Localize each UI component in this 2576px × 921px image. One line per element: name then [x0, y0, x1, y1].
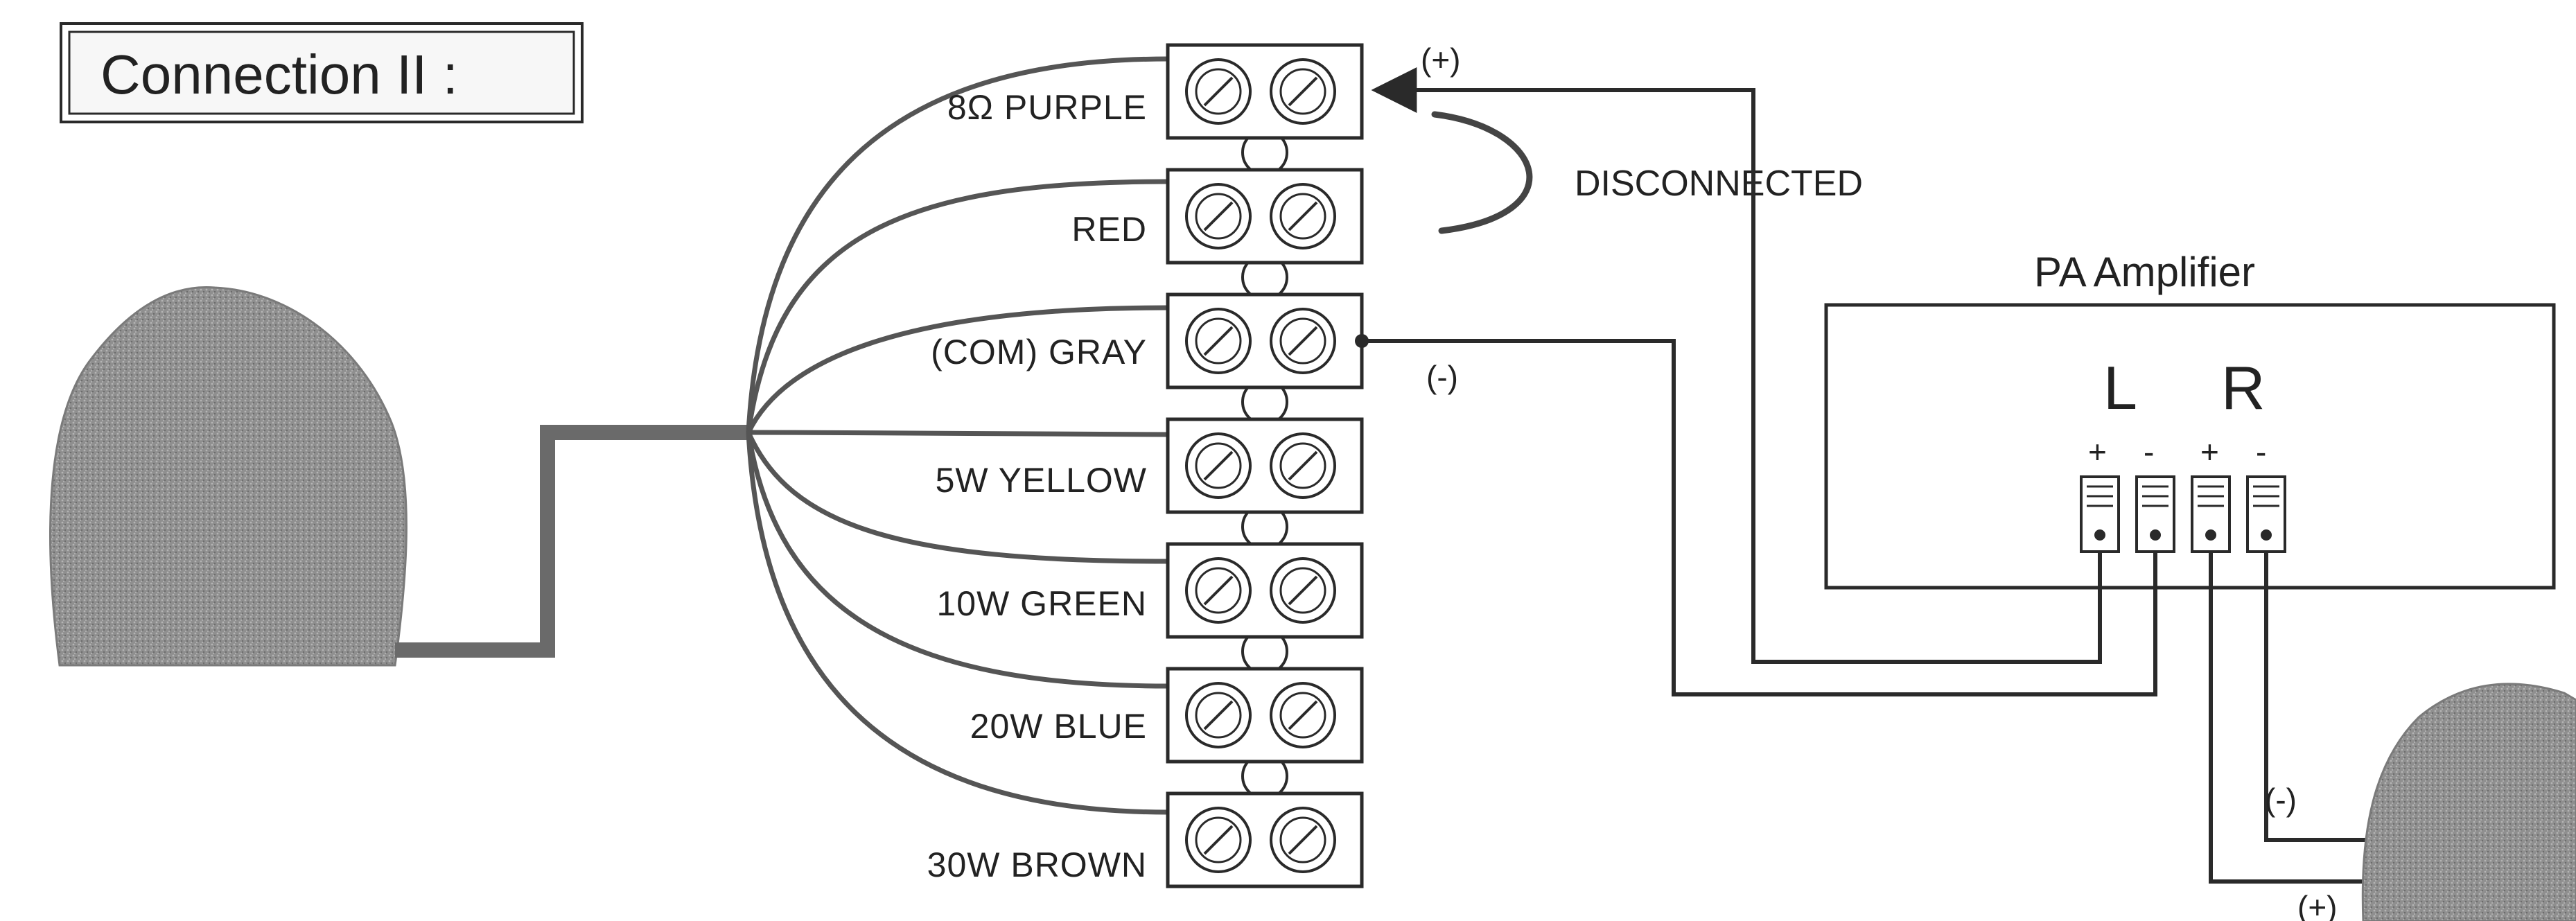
speaker-cable [395, 425, 748, 658]
label-purple: 8Ω PURPLE [947, 88, 1147, 127]
right-speaker-rock [2361, 683, 2576, 921]
label-blue: 20W BLUE [970, 707, 1147, 746]
amp-pol-l-minus: - [2144, 434, 2154, 470]
pa-amplifier: PA Amplifier L R + - + - [1824, 249, 2556, 590]
wire-yellow [748, 430, 1168, 437]
amp-terminal-l-plus [2080, 475, 2120, 553]
terminal-block-brown [1166, 791, 1364, 888]
terminal-labels: 8Ω PURPLE RED (COM) GRAY 5W YELLOW 10W G… [927, 88, 1147, 884]
label-gray: (COM) GRAY [931, 333, 1147, 371]
channel-left: L [2103, 353, 2137, 422]
title-box: Connection II : [60, 22, 584, 123]
terminal-block-yellow [1166, 417, 1364, 514]
amplifier-title: PA Amplifier [2034, 249, 2255, 295]
wire-red [746, 179, 1168, 433]
terminal-strip [1166, 43, 1364, 888]
terminal-block-purple [1166, 43, 1364, 140]
disconnected-label: DISCONNECTED [1575, 164, 1863, 204]
purple-terminal-polarity: (+) [1421, 42, 1461, 78]
amp-terminal-l-minus [2135, 475, 2175, 553]
amp-wiring [1355, 67, 2374, 884]
wire-blue [746, 432, 1168, 689]
right-speaker-negative-mark: (-) [2265, 782, 2297, 818]
terminal-block-green [1166, 542, 1364, 639]
terminal-block-red [1166, 168, 1364, 265]
wire-amp-r-minus-to-speaker [2264, 552, 2374, 842]
left-speaker-rock [49, 286, 408, 667]
disconnected-wire-loop [1431, 111, 1533, 234]
gray-terminal-polarity: (-) [1426, 359, 1458, 395]
wire-amp-r-plus-to-speaker [2209, 552, 2374, 884]
terminal-block-gray [1166, 292, 1364, 389]
amp-terminal-r-minus [2246, 475, 2286, 553]
amp-pol-r-minus: - [2256, 434, 2266, 470]
gray-terminal-junction [1355, 334, 1369, 348]
wire-green [746, 431, 1168, 564]
amp-terminal-r-plus [2191, 475, 2231, 553]
label-green: 10W GREEN [936, 584, 1147, 623]
channel-right: R [2221, 353, 2266, 422]
label-red: RED [1071, 210, 1147, 249]
fan-wires [746, 56, 1168, 815]
label-brown: 30W BROWN [927, 845, 1147, 884]
terminal-block-blue [1166, 667, 1364, 764]
diagram-title: Connection II : [100, 44, 458, 105]
label-yellow: 5W YELLOW [936, 461, 1147, 500]
wire-purple [746, 56, 1168, 433]
wire-gray [746, 305, 1168, 434]
right-speaker-positive-mark: (+) [2297, 889, 2338, 921]
wire-amp-plus-to-purple [1371, 67, 2102, 664]
amp-pol-r-plus: + [2200, 434, 2219, 470]
wire-brown [746, 432, 1168, 815]
wire-amp-minus-to-gray [1362, 339, 2157, 696]
amp-pol-l-plus: + [2088, 434, 2107, 470]
